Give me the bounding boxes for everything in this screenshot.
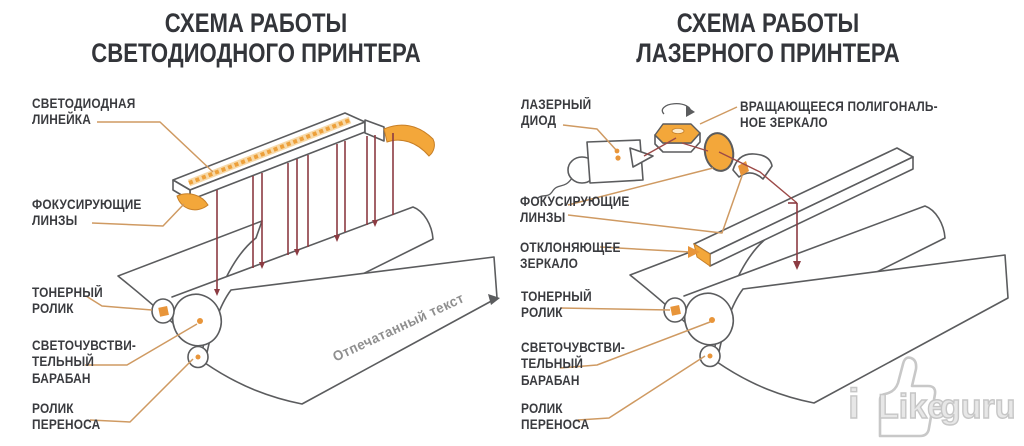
- half-lens: [732, 153, 773, 180]
- watermark-like: Like: [877, 387, 947, 426]
- toner-roller: [151, 298, 175, 324]
- laser-diode: [537, 139, 654, 199]
- deflecting-mirror: [693, 147, 914, 267]
- laser-printer-panel: СХЕМА РАБОТЫ ЛАЗЕРНОГО ПРИНТЕРА: [512, 0, 1024, 446]
- led-printer-diagram: [85, 112, 500, 423]
- transfer-roller: [187, 345, 209, 369]
- site-watermark: i Like guru: [842, 350, 1024, 442]
- label-focus-lens: ФОКУСИРУЮЩИЕ ЛИНЗЫ: [520, 194, 630, 226]
- thumbs-up-icon: [878, 356, 937, 438]
- label-led-bar: СВЕТОДИОДНАЯ ЛИНЕЙКА: [32, 96, 136, 128]
- label-laser-diode: ЛАЗЕРНЫЙ ДИОД: [521, 97, 592, 129]
- label-transfer-roller: РОЛИК ПЕРЕНОСА: [32, 401, 101, 433]
- watermark-guru: guru: [939, 387, 1016, 426]
- label-toner-roller: ТОНЕРНЫЙ РОЛИК: [521, 289, 592, 321]
- laser-printer-diagram: [537, 102, 1009, 421]
- drum-face: [171, 293, 223, 347]
- leader-lines: [85, 121, 214, 423]
- laser-beam: [643, 137, 801, 270]
- led-light-beams: [214, 133, 394, 296]
- transfer-roller: [699, 344, 721, 368]
- led-bar-bracket: [364, 119, 385, 142]
- label-photo-drum: СВЕТОЧУВСТВИ- ТЕЛЬНЫЙ БАРАБАН: [32, 338, 137, 386]
- label-toner-roller: ТОНЕРНЫЙ РОЛИК: [32, 285, 103, 317]
- toner-roller: [663, 297, 687, 323]
- led-printer-panel: СХЕМА РАБОТЫ СВЕТОДИОДНОГО ПРИНТЕРА: [32, 8, 500, 433]
- polygonal-mirror: [654, 102, 701, 153]
- watermark-i: i: [847, 379, 860, 427]
- label-focus-lens: ФОКУСИРУЮЩИЕ ЛИНЗЫ: [32, 197, 142, 229]
- label-transfer-roller: РОЛИК ПЕРЕНОСА: [521, 401, 590, 433]
- led-panel-title: СХЕМА РАБОТЫ СВЕТОДИОДНОГО ПРИНТЕРА: [91, 8, 421, 69]
- led-bar: [172, 112, 435, 211]
- label-deflect-mirror: ОТКЛОНЯЮЩЕЕ ЗЕРКАЛО: [520, 240, 621, 272]
- ribbon-cable: [383, 124, 435, 157]
- leader-lines: [559, 106, 743, 421]
- label-photo-drum: СВЕТОЧУВСТВИ- ТЕЛЬНЫЙ БАРАБАН: [521, 340, 626, 388]
- laser-panel-title: СХЕМА РАБОТЫ ЛАЗЕРНОГО ПРИНТЕРА: [636, 8, 900, 69]
- led-strip: [188, 118, 351, 185]
- label-polygon-mirror: ВРАЩАЮЩЕЕСЯ ПОЛИГОНАЛЬ- НОЕ ЗЕРКАЛО: [740, 99, 938, 131]
- drum-face: [683, 292, 735, 346]
